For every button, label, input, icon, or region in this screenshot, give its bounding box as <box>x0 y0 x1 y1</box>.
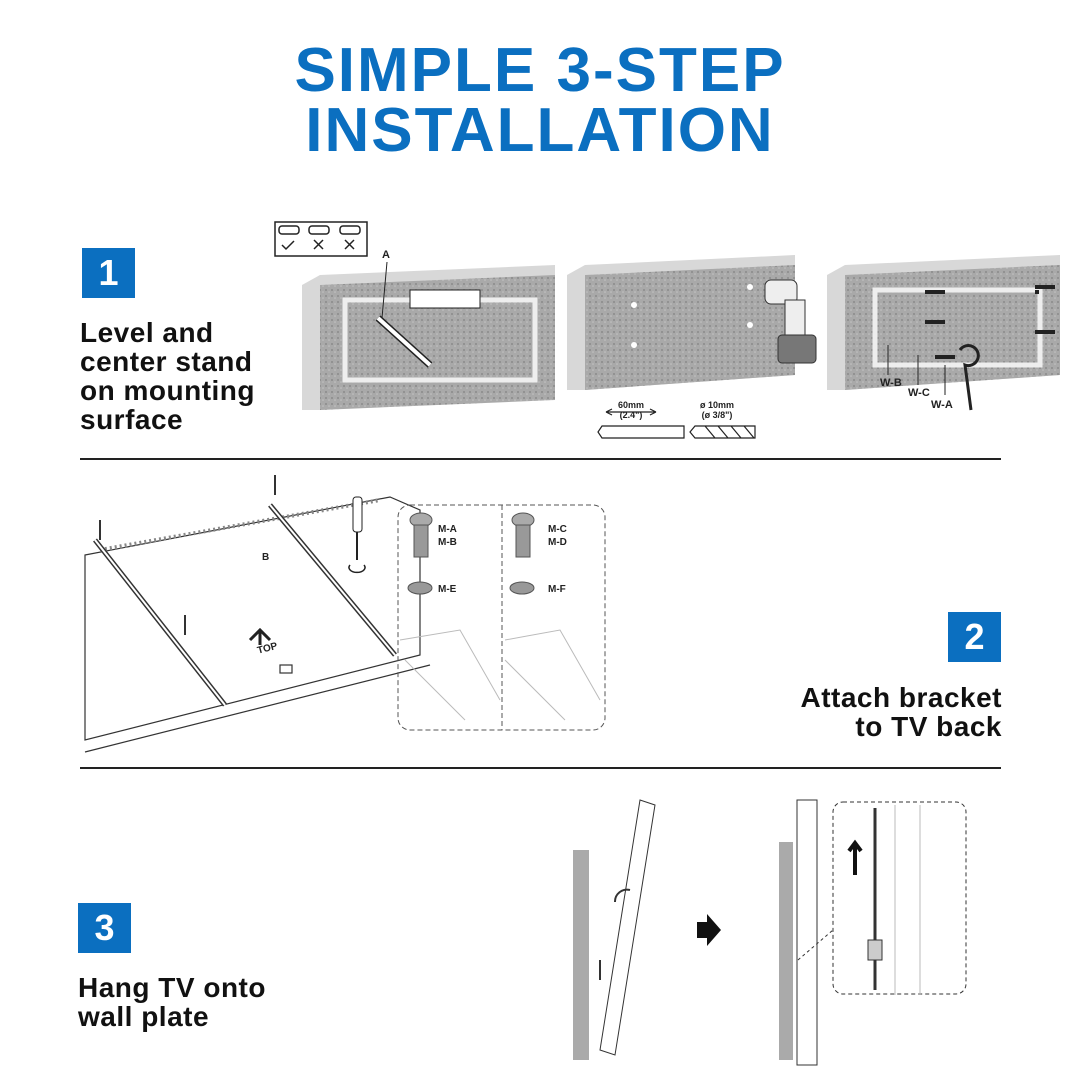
label-m-e: M-E <box>438 584 457 595</box>
wall-with-anchors <box>827 255 1060 411</box>
step-3-line: Hang TV onto <box>78 972 266 1003</box>
hardware-detail-box <box>397 504 606 731</box>
step-1-line: Level and <box>80 317 214 348</box>
title-line-1: SIMPLE 3-STEP <box>294 36 786 105</box>
label-w-a: W-A <box>931 399 953 411</box>
step-3-line: wall plate <box>78 1001 210 1032</box>
label-a: A <box>382 249 390 261</box>
step-3-text: Hang TV onto wall plate <box>78 973 266 1031</box>
screw-icon <box>409 512 433 558</box>
drill-depth-in: (2.4") <box>620 410 643 420</box>
label-m-c: M-C <box>548 524 567 535</box>
drill-diameter-in: (ø 3/8") <box>702 410 733 420</box>
label-w-b: W-B <box>880 377 902 389</box>
washer-icon <box>509 581 535 595</box>
step-2-text: Attach bracket to TV back <box>800 683 1002 741</box>
step-1-badge: 1 <box>82 248 135 298</box>
tv-back-with-brackets <box>84 475 431 753</box>
label-b: B <box>262 552 269 563</box>
wall-with-bracket <box>302 261 555 410</box>
label-m-d: M-D <box>548 537 567 548</box>
screwdriver-icon <box>348 496 366 574</box>
step-1-line: center stand <box>80 346 253 377</box>
step-1-line: surface <box>80 404 184 435</box>
screw-icon <box>511 512 535 558</box>
label-m-f: M-F <box>548 584 566 595</box>
divider <box>80 767 1001 769</box>
drill-icon <box>764 279 817 364</box>
title-line-2: INSTALLATION <box>305 96 775 165</box>
label-w-c: W-C <box>908 387 930 399</box>
washer-icon <box>407 581 433 595</box>
drill-depth-diagram <box>597 408 756 439</box>
step-2-badge: 2 <box>948 612 1001 662</box>
tv-mounted-diagram <box>779 799 967 1066</box>
divider <box>80 458 1001 460</box>
arrow-right-icon <box>697 914 721 946</box>
label-top: TOP <box>256 641 279 657</box>
drill-depth-mm: 60mm <box>618 400 644 410</box>
label-m-a: M-A <box>438 524 457 535</box>
step-2-line: to TV back <box>855 711 1002 742</box>
step-2-line: Attach bracket <box>800 682 1002 713</box>
tv-hanging-diagram <box>573 799 656 1060</box>
label-m-b: M-B <box>438 537 457 548</box>
wall-with-drill <box>567 255 817 390</box>
step-3-badge: 3 <box>78 903 131 953</box>
step-1-line: on mounting <box>80 375 256 406</box>
drill-diameter-mm: ø 10mm <box>700 400 734 410</box>
level-indicator-icon <box>274 221 368 257</box>
step-1-text: Level and center stand on mounting surfa… <box>80 318 255 434</box>
